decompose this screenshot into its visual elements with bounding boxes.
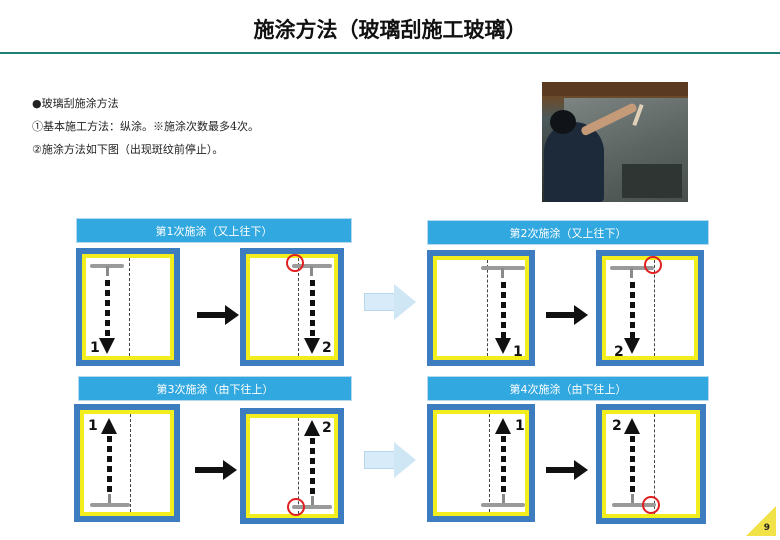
step-number: 2 — [322, 340, 332, 356]
step-3-banner: 第3次施涂（由下往上） — [78, 376, 352, 401]
start-point-circle — [642, 496, 660, 514]
page-number: 9 — [763, 523, 770, 533]
page-number-badge: 9 — [746, 506, 776, 536]
start-point-circle — [286, 254, 304, 272]
large-right-arrow-icon — [364, 442, 416, 478]
page-title: 施涂方法（玻璃刮施工玻璃） — [253, 18, 527, 42]
step-4-panel-b: 2 — [596, 404, 706, 524]
next-arrow-icon — [546, 305, 590, 325]
step-1-banner: 第1次施涂（又上往下） — [76, 218, 352, 243]
step-number: 1 — [513, 344, 523, 360]
step-number: 2 — [322, 420, 332, 436]
intro-line-2: ①基本施工方法：纵涂。※施涂次数最多4次。 — [32, 120, 259, 133]
step-4-panel-a: 1 — [427, 404, 535, 522]
intro-line-3: ②施涂方法如下图（出现斑纹前停止）。 — [32, 143, 224, 156]
start-point-circle — [644, 256, 662, 274]
step-1-panel-a: 1 — [76, 248, 180, 366]
step-1-panel-b: 2 — [240, 248, 344, 366]
next-arrow-icon — [195, 460, 239, 480]
intro-line-1: ●玻璃刮施涂方法 — [32, 97, 119, 110]
step-number: 2 — [612, 418, 622, 434]
step-2-panel-b: 2 — [596, 250, 704, 366]
next-arrow-icon — [546, 460, 590, 480]
start-point-circle — [287, 498, 305, 516]
step-number: 1 — [90, 340, 100, 356]
next-arrow-icon — [197, 305, 241, 325]
step-3-panel-a: 1 — [74, 404, 180, 522]
step-4-banner: 第4次施涂（由下往上） — [427, 376, 709, 401]
step-number: 1 — [88, 418, 98, 434]
step-3-panel-b: 2 — [240, 408, 344, 524]
worker-photo — [542, 82, 688, 202]
step-2-banner: 第2次施涂（又上往下） — [427, 220, 709, 245]
step-2-panel-a: 1 — [427, 250, 535, 366]
large-right-arrow-icon — [364, 284, 416, 320]
title-divider — [0, 52, 780, 54]
step-number: 2 — [614, 344, 624, 360]
step-number: 1 — [515, 418, 525, 434]
intro-text: ●玻璃刮施涂方法 ①基本施工方法：纵涂。※施涂次数最多4次。 ②施涂方法如下图（… — [32, 92, 259, 161]
